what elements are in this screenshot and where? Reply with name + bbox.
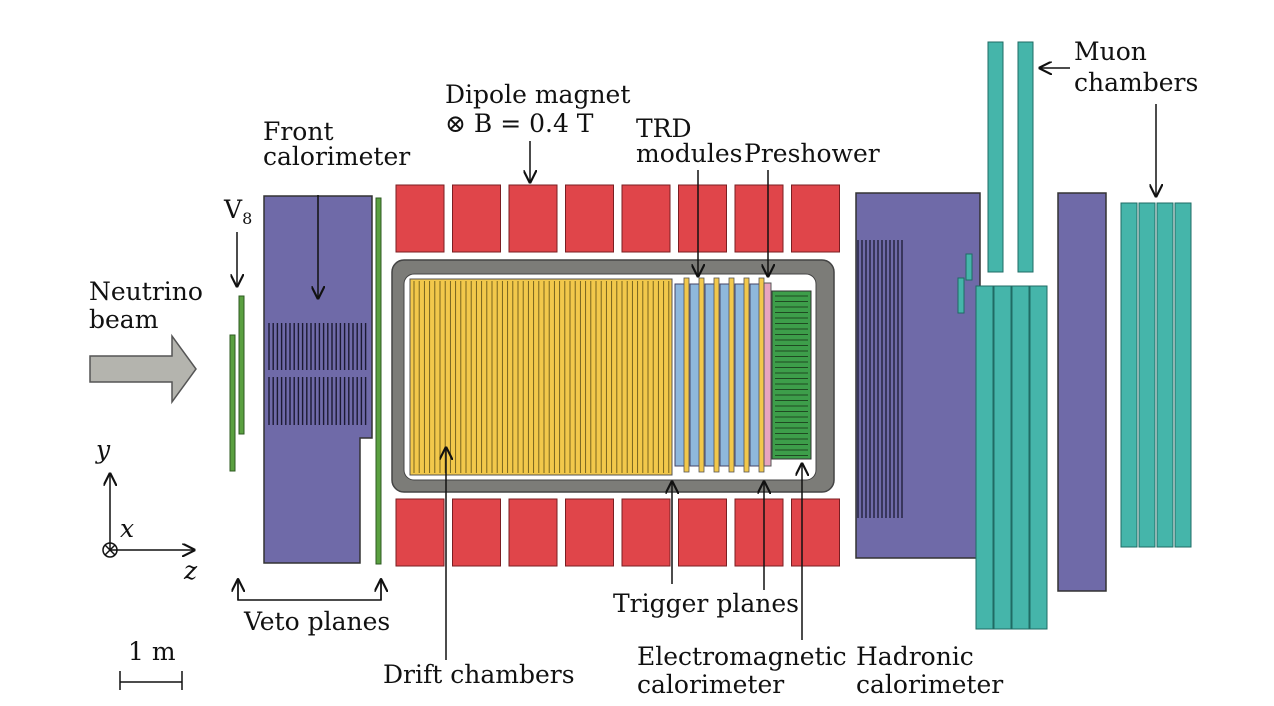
trd-module bbox=[674, 283, 686, 467]
preshower bbox=[763, 282, 772, 467]
trd-module bbox=[749, 283, 761, 467]
label-had-cal-line2: calorimeter bbox=[856, 670, 1003, 699]
label-axis-x: x bbox=[120, 514, 134, 543]
label-trigger-planes: Trigger planes bbox=[613, 589, 799, 618]
beam-arrow bbox=[89, 333, 197, 405]
trigger-plane bbox=[758, 277, 765, 473]
label-muon-line1: Muon bbox=[1074, 37, 1147, 66]
magnet-block bbox=[791, 498, 840, 567]
coordinate-axes bbox=[102, 474, 194, 558]
magnet-block bbox=[565, 184, 614, 253]
trigger-plane bbox=[683, 277, 690, 473]
label-dipole-line1: Dipole magnet bbox=[445, 80, 630, 109]
veto-planes-left bbox=[229, 295, 245, 472]
magnet-block bbox=[452, 498, 501, 567]
front-calorimeter bbox=[263, 195, 373, 564]
trigger-plane bbox=[743, 277, 750, 473]
label-trd-line2: modules bbox=[636, 139, 742, 168]
scale-bar bbox=[119, 671, 183, 690]
label-drift-chambers: Drift chambers bbox=[383, 660, 575, 689]
label-had-cal-line1: Hadronic bbox=[856, 642, 974, 671]
magnet-block bbox=[452, 184, 501, 253]
muon-small-pieces bbox=[957, 253, 973, 314]
label-trd-line1: TRD bbox=[636, 114, 692, 143]
label-neutrino-line2: beam bbox=[89, 305, 159, 334]
trigger-plane bbox=[728, 277, 735, 473]
trigger-plane bbox=[713, 277, 720, 473]
veto-plane-right bbox=[375, 197, 382, 565]
trd-module bbox=[719, 283, 731, 467]
em-calorimeter-lines bbox=[775, 295, 808, 456]
label-axis-z: z bbox=[183, 556, 198, 585]
label-dipole-line2: ⊗ B = 0.4 T bbox=[445, 109, 594, 138]
label-veto-planes: Veto planes bbox=[243, 607, 390, 636]
label-axis-y: y bbox=[95, 435, 111, 464]
trd-module bbox=[689, 283, 701, 467]
magnet-block bbox=[395, 184, 445, 253]
label-v8: V8 bbox=[223, 195, 252, 228]
hadronic-calorimeter bbox=[855, 192, 981, 559]
iron-block bbox=[1057, 192, 1107, 592]
front-calorimeter-lines bbox=[268, 323, 367, 425]
label-front-cal-line2: calorimeter bbox=[263, 142, 410, 171]
magnet-block bbox=[621, 184, 671, 253]
trd-module bbox=[704, 283, 716, 467]
magnet-block bbox=[565, 498, 614, 567]
pointer-arrows bbox=[237, 68, 1156, 660]
label-front-cal-line1: Front bbox=[263, 117, 334, 146]
trd-modules bbox=[674, 277, 765, 473]
magnet-block bbox=[678, 184, 727, 253]
magnet-block bbox=[508, 184, 558, 253]
magnet-block bbox=[734, 184, 784, 253]
magnet-block bbox=[621, 498, 671, 567]
electromagnetic-calorimeter bbox=[771, 290, 812, 460]
magnet-top-row bbox=[395, 184, 840, 253]
magnet-bottom-row bbox=[395, 498, 840, 567]
trigger-plane bbox=[698, 277, 705, 473]
label-em-cal-line2: calorimeter bbox=[637, 670, 784, 699]
magnet-block bbox=[734, 498, 784, 567]
magnet-block bbox=[678, 498, 727, 567]
magnet-block bbox=[508, 498, 558, 567]
magnet-block bbox=[791, 184, 840, 253]
drift-chambers bbox=[409, 278, 673, 476]
magnet-block bbox=[395, 498, 445, 567]
label-preshower: Preshower bbox=[744, 139, 880, 168]
muon-chambers bbox=[975, 41, 1192, 630]
label-em-cal-line1: Electromagnetic bbox=[637, 642, 847, 671]
trd-module bbox=[734, 283, 746, 467]
drift-chamber-lines bbox=[413, 281, 670, 473]
label-muon-line2: chambers bbox=[1074, 68, 1198, 97]
label-neutrino-line1: Neutrino bbox=[89, 277, 203, 306]
hadronic-calorimeter-lines bbox=[857, 240, 903, 518]
label-scale: 1 m bbox=[128, 637, 176, 666]
